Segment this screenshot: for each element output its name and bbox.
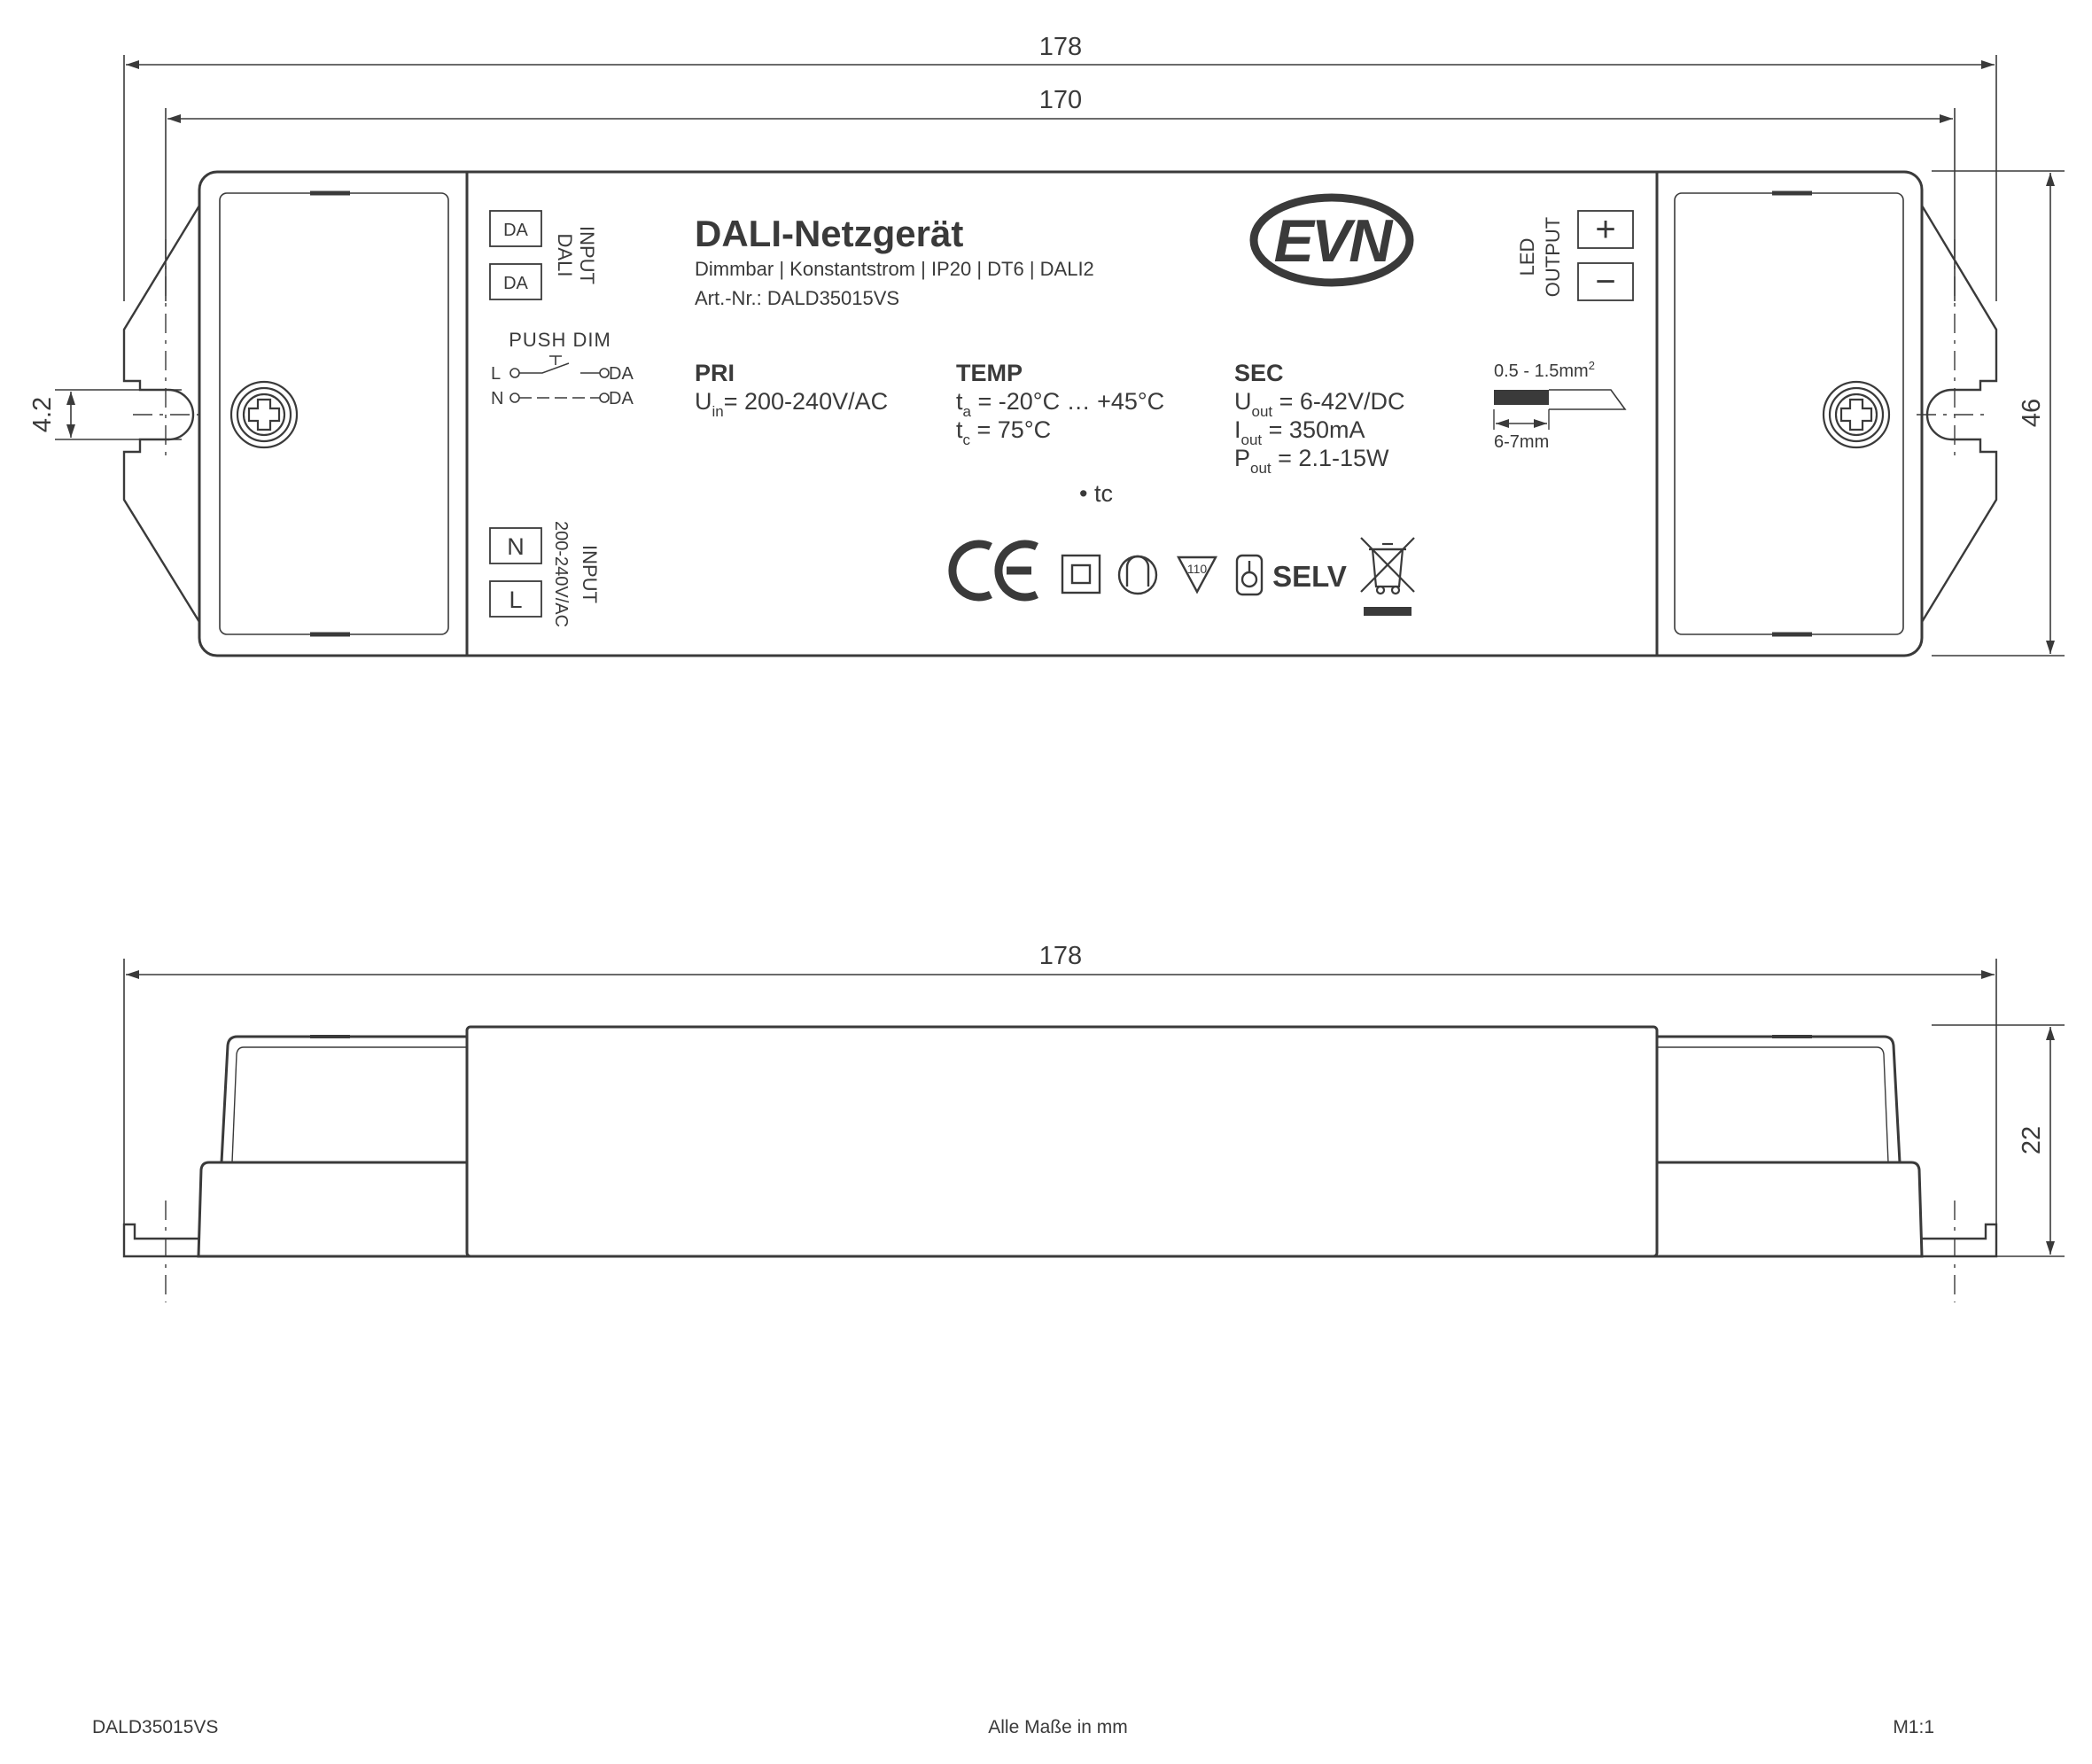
temp-case: tc = 75°C — [956, 416, 1051, 448]
push-dim-label: PUSH DIM — [509, 329, 611, 351]
wire-gauge: 0.5 - 1.5mm2 — [1494, 359, 1595, 381]
dali-terminals — [489, 210, 542, 300]
evn-logo: EVN — [1249, 193, 1414, 287]
dali-caption: DALI — [554, 234, 576, 277]
led-terminals — [1577, 210, 1634, 301]
dim-mounting-distance: 170 — [1039, 86, 1082, 114]
brand-logo-text: EVN — [1274, 207, 1395, 275]
side-dim-height: 22 — [2018, 1126, 2046, 1154]
strip-length: 6-7mm — [1494, 432, 1549, 452]
centerlines — [133, 239, 1987, 1302]
ce-mark-icon — [948, 540, 1038, 602]
terminal-n: N — [507, 533, 525, 560]
tc-measure-point: • tc — [1079, 480, 1113, 507]
led-caption: LED — [1516, 238, 1538, 276]
output-caption: OUTPUT — [1542, 217, 1564, 297]
footer-units: Alle Maße in mm — [988, 1717, 1128, 1737]
independent-gear-icon — [1117, 555, 1158, 595]
max-temperature-icon: 110 — [1176, 556, 1218, 594]
sec-heading: SEC — [1234, 360, 1284, 386]
terminal-l: L — [509, 587, 522, 613]
side-view-details — [231, 1035, 1889, 1163]
protection-class-icon — [1061, 554, 1101, 594]
side-dimensions — [123, 959, 2065, 1257]
temp-ambient: ta = -20°C … +45°C — [956, 388, 1164, 420]
sec-output-voltage: Uout = 6-42V/DC — [1234, 388, 1404, 420]
housing-side-view — [122, 1025, 1998, 1258]
temp-heading: TEMP — [956, 360, 1023, 386]
push-dim-l: L — [491, 364, 501, 384]
push-dim-da-1: DA — [609, 364, 634, 384]
screw-right-icon — [1822, 380, 1891, 449]
footer-scale: M1:1 — [1893, 1717, 1934, 1737]
terminal-dali-2: DA — [503, 274, 528, 293]
sec-output-current: Iout = 350mA — [1234, 416, 1365, 448]
product-title: DALI-Netzgerät — [695, 213, 963, 254]
wire-strip-icon — [1493, 389, 1627, 430]
sec-output-power: Pout = 2.1-15W — [1234, 445, 1389, 477]
top-dimensions — [55, 55, 2065, 657]
mains-input-caption: INPUT — [579, 545, 601, 603]
thermal-protection-icon — [1235, 554, 1264, 596]
dim-slot-width: 4.2 — [28, 397, 57, 432]
selv-mark: SELV — [1272, 560, 1347, 593]
terminal-minus: − — [1595, 262, 1615, 301]
push-dim-n: N — [491, 389, 503, 408]
mains-voltage-caption: 200-240V/AC — [551, 521, 571, 627]
push-switch-icon — [509, 355, 610, 403]
terminal-dali-1: DA — [503, 221, 528, 240]
product-subtitle: Dimmbar | Konstantstrom | IP20 | DT6 | D… — [695, 258, 1094, 280]
side-dim-length: 178 — [1039, 942, 1082, 970]
screw-left-icon — [229, 380, 299, 449]
push-dim-da-2: DA — [609, 389, 634, 408]
dim-overall-length: 178 — [1039, 33, 1082, 61]
pri-heading: PRI — [695, 360, 735, 386]
footer-article: DALD35015VS — [92, 1717, 218, 1737]
article-number: Art.-Nr.: DALD35015VS — [695, 287, 899, 309]
housing-top-view — [122, 170, 1998, 657]
certification-marks: 110 SELV — [948, 537, 1415, 616]
pri-input-voltage: Uin= 200-240V/AC — [695, 388, 888, 420]
dim-width: 46 — [2018, 399, 2046, 427]
terminal-plus: + — [1595, 210, 1615, 249]
mains-terminals — [489, 527, 542, 618]
max-temperature-value: 110 — [1187, 562, 1208, 576]
dali-input-caption: INPUT — [576, 226, 598, 284]
weee-bin-icon — [1360, 537, 1415, 616]
